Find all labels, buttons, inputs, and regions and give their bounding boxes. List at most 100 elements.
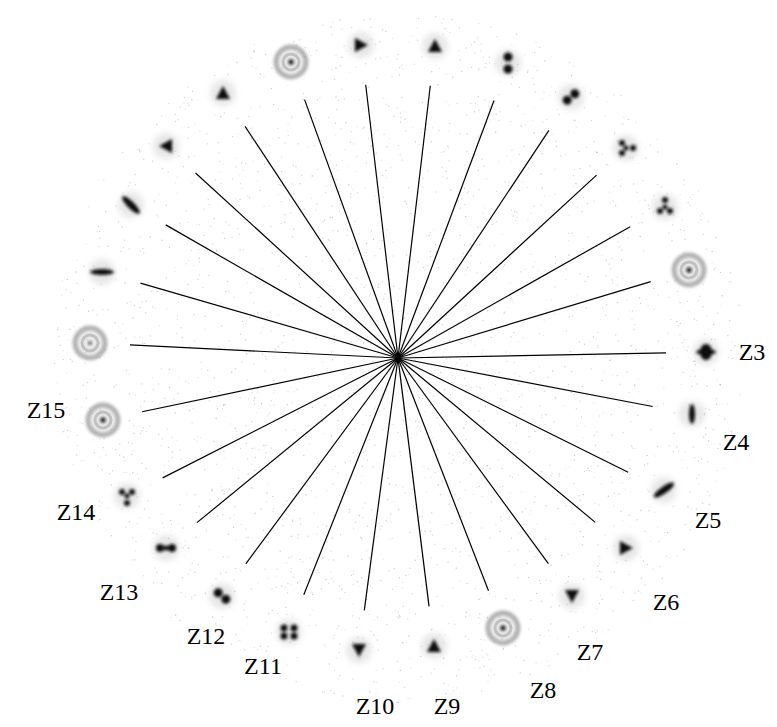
noise-dot [578, 253, 579, 254]
noise-dot [278, 266, 279, 267]
noise-dot [683, 346, 684, 347]
noise-dot [179, 620, 180, 621]
noise-dot [365, 331, 366, 332]
noise-dot [605, 115, 606, 116]
noise-dot [361, 284, 362, 285]
noise-dot [377, 639, 378, 640]
noise-dot [223, 405, 224, 406]
noise-dot [245, 163, 246, 164]
noise-dot [140, 406, 141, 407]
noise-dot [439, 322, 440, 323]
noise-dot [448, 623, 449, 624]
noise-dot [291, 236, 292, 237]
noise-dot [259, 106, 260, 107]
noise-dot [363, 127, 364, 128]
noise-dot [367, 152, 368, 153]
noise-dot [133, 450, 134, 451]
noise-dot [614, 133, 615, 134]
noise-dot [481, 158, 482, 159]
noise-dot [638, 222, 639, 223]
noise-dot [423, 353, 424, 354]
noise-dot [511, 384, 512, 385]
noise-dot [353, 453, 354, 454]
noise-dot [79, 422, 80, 423]
noise-dot [247, 473, 248, 474]
noise-dot [568, 466, 569, 467]
noise-dot [456, 103, 457, 104]
noise-dot [473, 195, 474, 196]
noise-dot [719, 415, 720, 416]
noise-dot [720, 384, 721, 385]
noise-dot [242, 321, 243, 322]
noise-dot [370, 585, 371, 586]
noise-dot [711, 251, 712, 252]
noise-dot [293, 41, 294, 42]
noise-dot [372, 646, 373, 647]
noise-dot [352, 615, 353, 616]
noise-dot [328, 239, 329, 240]
noise-dot [517, 341, 518, 342]
noise-dot [465, 636, 466, 637]
noise-dot [81, 460, 82, 461]
noise-dot [243, 609, 244, 610]
noise-dot [452, 587, 453, 588]
noise-dot [470, 651, 471, 652]
noise-dot [269, 311, 270, 312]
noise-dot [152, 401, 153, 402]
noise-dot [341, 589, 342, 590]
noise-dot [418, 203, 419, 204]
noise-dot [711, 338, 712, 339]
noise-dot [139, 236, 140, 237]
noise-dot [256, 412, 257, 413]
noise-dot [185, 381, 186, 382]
noise-dot [268, 537, 269, 538]
noise-dot [572, 186, 573, 187]
noise-dot [286, 614, 287, 615]
noise-dot [92, 439, 93, 440]
noise-dot [631, 445, 632, 446]
noise-dot [225, 221, 226, 222]
noise-dot [135, 550, 136, 551]
noise-dot [404, 492, 405, 493]
noise-dot [391, 76, 392, 77]
noise-dot [607, 399, 608, 400]
noise-dot [385, 604, 386, 605]
noise-dot [281, 585, 282, 586]
noise-dot [640, 556, 641, 557]
noise-dot [554, 168, 555, 169]
noise-dot [739, 394, 740, 395]
noise-dot [305, 355, 306, 356]
noise-dot [429, 521, 430, 522]
noise-dot [513, 302, 514, 303]
noise-dot [177, 315, 178, 316]
noise-dot [612, 279, 613, 280]
noise-dot [590, 465, 591, 466]
noise-dot [647, 489, 648, 490]
noise-dot [344, 312, 345, 313]
noise-dot [434, 668, 435, 669]
noise-dot [122, 324, 123, 325]
noise-dot [166, 308, 167, 309]
noise-dot [278, 137, 279, 138]
noise-dot [460, 580, 461, 581]
noise-dot [199, 130, 200, 131]
noise-dot [171, 401, 172, 402]
noise-dot [154, 567, 155, 568]
noise-dot [610, 202, 611, 203]
noise-dot [66, 373, 67, 374]
noise-dot [519, 396, 520, 397]
noise-dot [136, 149, 137, 150]
noise-dot [573, 394, 574, 395]
noise-dot [414, 467, 415, 468]
noise-dot [348, 217, 349, 218]
noise-dot [545, 210, 546, 211]
noise-dot [365, 415, 366, 416]
noise-dot [611, 258, 612, 259]
noise-dot [449, 276, 450, 277]
noise-dot [424, 531, 425, 532]
noise-dot [616, 293, 617, 294]
noise-dot [422, 102, 423, 103]
noise-dot [707, 444, 708, 445]
noise-dot [626, 371, 627, 372]
noise-dot [605, 275, 606, 276]
